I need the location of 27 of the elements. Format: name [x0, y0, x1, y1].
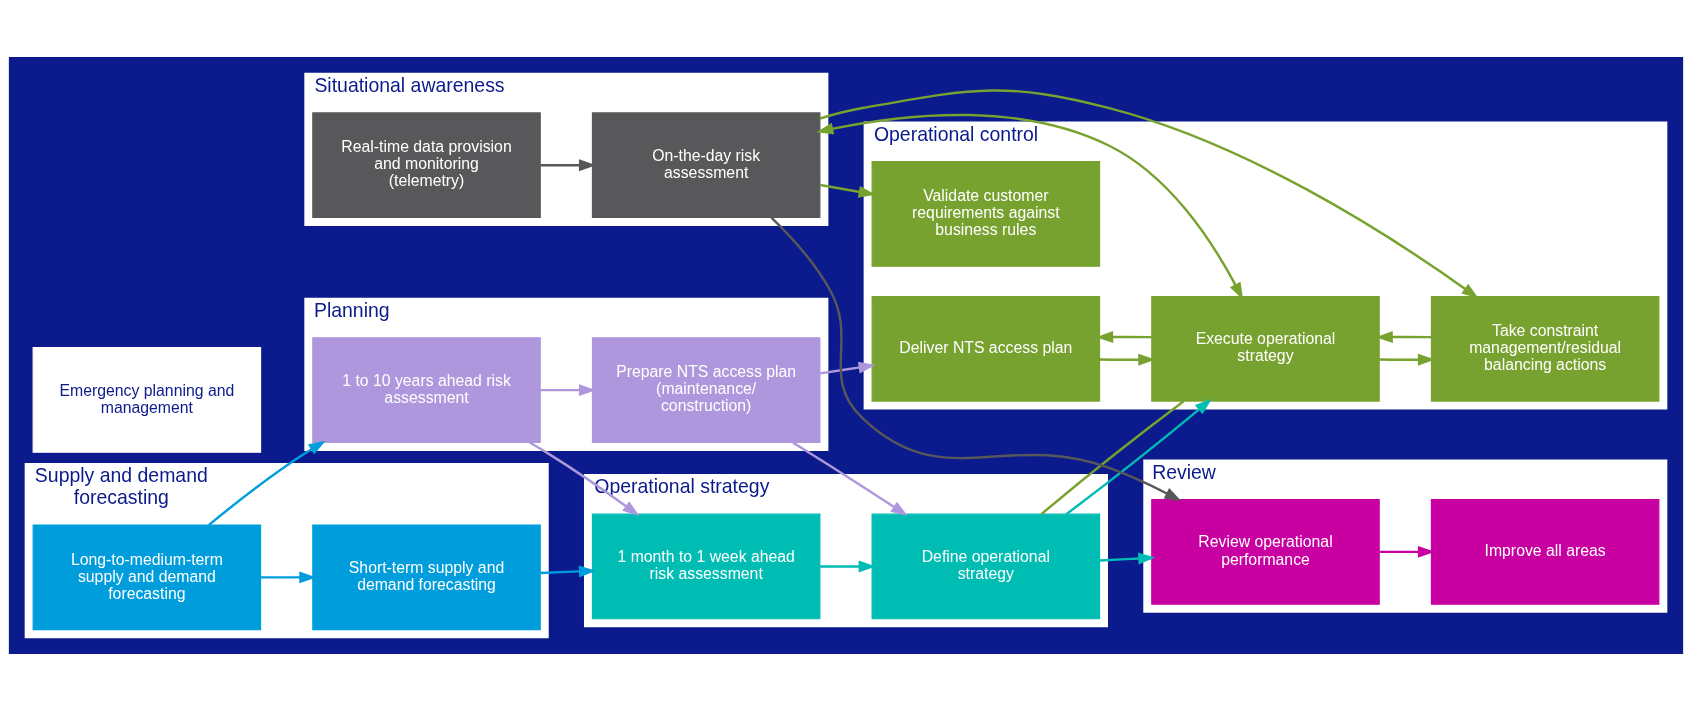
- node-box: 1 to 10 years ahead risk assessment: [312, 336, 541, 443]
- arrow: [820, 560, 876, 572]
- node-box: Emergency planning and management: [32, 346, 262, 453]
- node-box: Take constraint management/residual balancing actions: [1430, 295, 1660, 402]
- arrow: [819, 361, 876, 375]
- node-box: Define operational strategy: [871, 513, 1101, 619]
- node-box: Real-time data provision and monitoring (telemetry): [312, 111, 541, 218]
- arrow: [540, 564, 596, 577]
- arrow: [819, 88, 1479, 299]
- node-box: Review operational performance: [1151, 498, 1380, 605]
- node-box: On-the-day risk assessment: [591, 111, 821, 218]
- arrow: [1065, 398, 1212, 515]
- node-box: Long-to-medium-term supply and demand forecasting: [32, 524, 262, 630]
- node-box: 1 month to 1 week ahead risk assessment: [591, 513, 821, 619]
- node-box: Prepare NTS access plan (maintenance/ construction): [591, 336, 821, 443]
- arrow: [529, 440, 640, 516]
- arrow: [207, 440, 326, 526]
- arrow: [770, 216, 1182, 501]
- connector: [1040, 399, 1185, 515]
- node-box: Deliver NTS access plan: [871, 295, 1101, 402]
- node-box: Validate customer requirements against business rules: [871, 160, 1101, 267]
- node-box: Improve all areas: [1430, 498, 1660, 605]
- arrow: [1099, 552, 1156, 564]
- arrow: [792, 441, 908, 516]
- node-box: Short-term supply and demand forecasting: [312, 524, 541, 630]
- arrow: [819, 183, 876, 198]
- node-box: Execute operational strategy: [1151, 295, 1380, 402]
